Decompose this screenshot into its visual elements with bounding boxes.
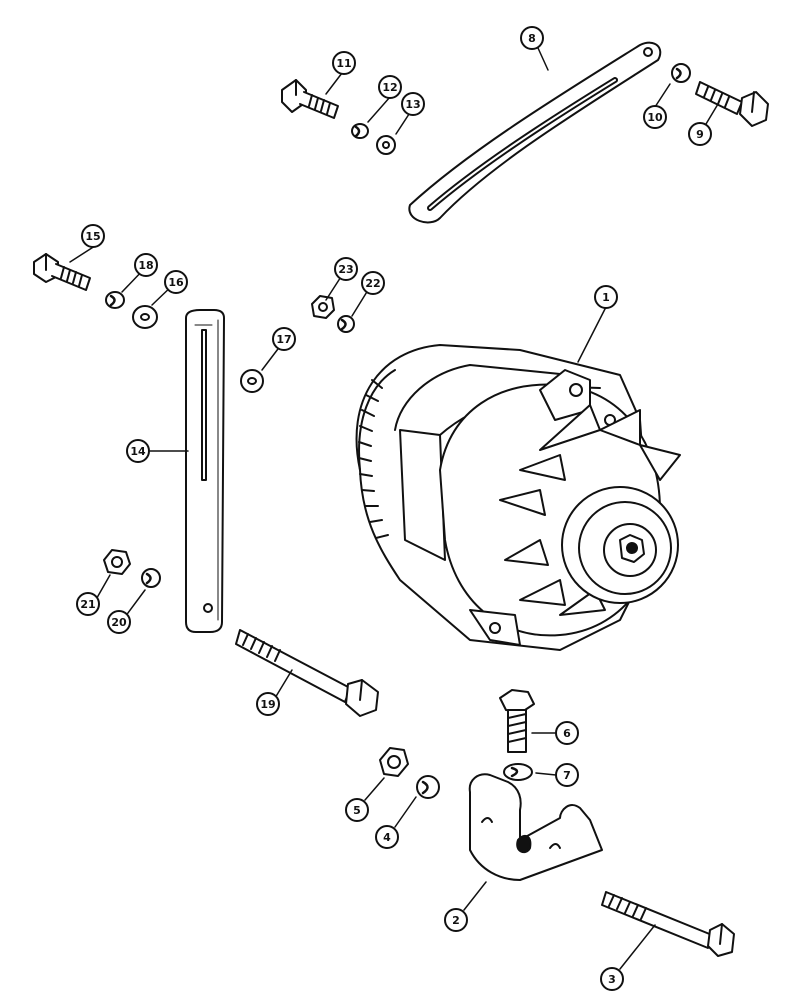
callout-23: 23 [334,257,358,281]
part-cap-screw-upper [281,79,339,119]
callout-7: 7 [555,763,579,787]
callout-11: 11 [332,51,356,75]
callout-13-label: 13 [405,98,420,111]
callout-8-label: 8 [528,32,536,45]
part-nut-21 [103,549,131,575]
callout-19-label: 19 [260,698,275,711]
callout-15: 15 [81,224,105,248]
callout-21: 21 [76,592,100,616]
part-flat-washer-13 [376,135,396,155]
part-flat-washer-16 [132,305,158,329]
callout-18-label: 18 [138,259,153,272]
part-lock-washer-22 [337,315,355,333]
callout-1-label: 1 [602,291,610,304]
callout-15-label: 15 [85,230,100,243]
callout-16-label: 16 [168,276,184,289]
callout-3: 3 [600,967,624,991]
part-lock-washer-7 [503,763,533,781]
callout-17-label: 17 [276,333,291,346]
part-nut-23 [311,295,335,319]
part-adjusting-brace [408,41,662,224]
part-lock-washer-20 [141,568,161,588]
callout-6-label: 6 [563,727,571,740]
part-nut-5 [379,747,409,777]
callout-8: 8 [520,26,544,50]
part-long-bolt-19 [235,629,379,717]
part-lock-washer-4 [416,775,440,799]
callout-12: 12 [378,75,402,99]
callout-17: 17 [272,327,296,351]
part-lock-washer-18 [105,291,125,309]
callout-14-label: 14 [130,445,146,458]
callout-22: 22 [361,271,385,295]
callout-2: 2 [444,908,468,932]
callout-5: 5 [345,798,369,822]
callout-13: 13 [401,92,425,116]
part-alternator [355,344,681,651]
callout-4: 4 [375,825,399,849]
callout-19: 19 [256,692,280,716]
part-cap-screw-9 [695,81,769,127]
callout-7-label: 7 [563,769,571,782]
callout-9-label: 9 [696,128,704,141]
leader-lines [69,47,719,970]
callout-11-label: 11 [336,57,351,70]
callout-18: 18 [134,253,158,277]
callout-16: 16 [164,270,188,294]
callout-20-label: 20 [111,616,127,629]
callout-23-label: 23 [338,263,353,276]
part-mounting-bracket [468,773,603,881]
callout-6: 6 [555,721,579,745]
part-lock-washer-10 [671,63,691,83]
part-cap-screw-3 [601,891,735,957]
callout-4-label: 4 [383,831,391,844]
callout-22-label: 22 [365,277,380,290]
callout-9: 9 [688,122,712,146]
callout-10: 10 [643,105,667,129]
callout-21-label: 21 [80,598,95,611]
callout-1: 1 [594,285,618,309]
callout-14: 14 [126,439,150,463]
part-cap-screw-6 [499,689,535,753]
callout-10-label: 10 [647,111,663,124]
callout-3-label: 3 [608,973,616,986]
callout-12-label: 12 [382,81,397,94]
callout-20: 20 [107,610,131,634]
part-flat-washer-17 [240,369,264,393]
callout-5-label: 5 [353,804,361,817]
callout-2-label: 2 [452,914,460,927]
part-cap-screw-15 [33,253,91,291]
part-adjusting-link [185,309,225,633]
part-lock-washer-12 [351,123,369,139]
